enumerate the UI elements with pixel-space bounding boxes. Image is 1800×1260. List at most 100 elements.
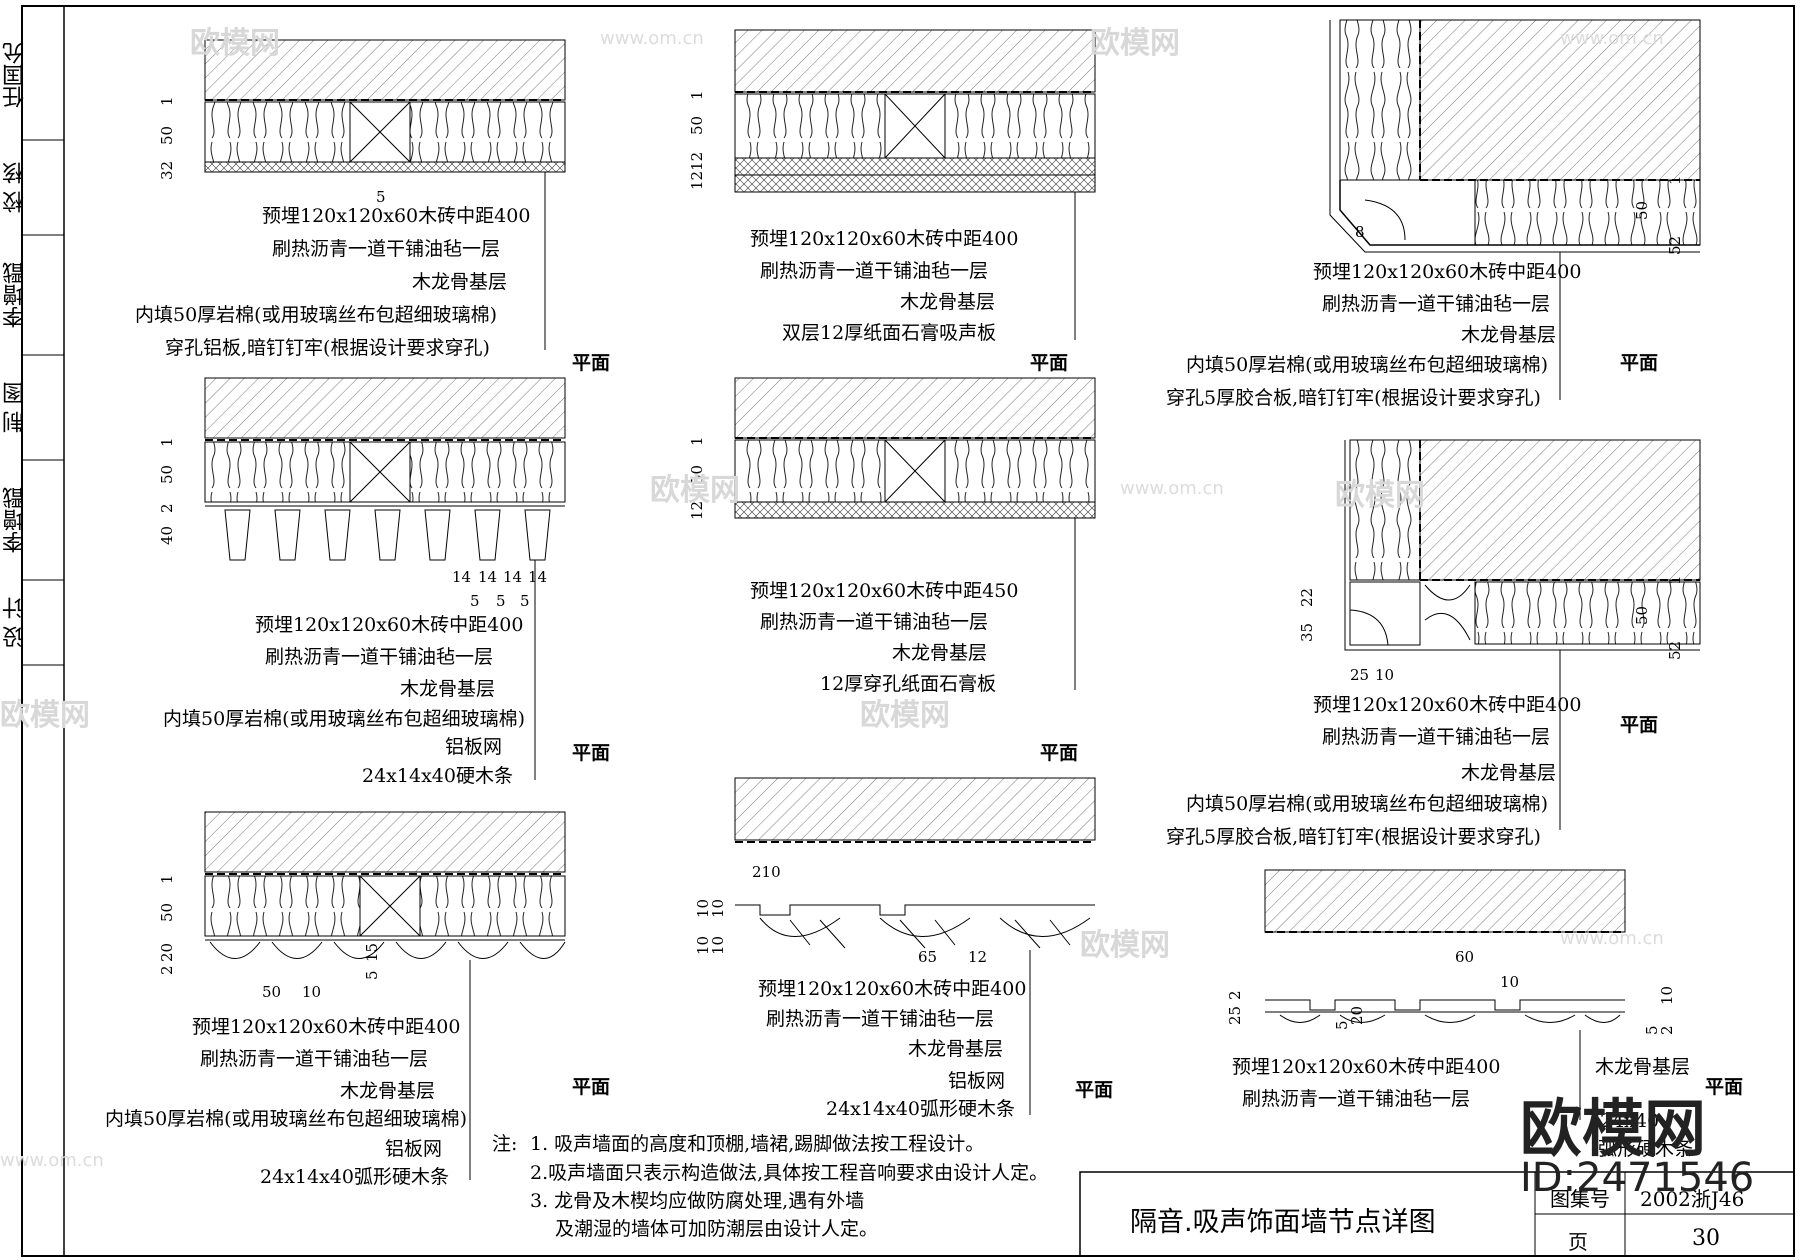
drafter-label: 制 图 (3, 382, 28, 433)
atlas-label: 图集号 (1550, 1187, 1610, 1211)
dim-label: 1212 (688, 151, 706, 190)
detail-6-drawing (734, 777, 1096, 1115)
dim-label: 50 (688, 115, 706, 135)
dim-label: 25 (1350, 666, 1370, 684)
detail-7-label: 内填50厚岩棉(或用玻璃丝布包超细玻璃棉) (1186, 354, 1549, 376)
detail-4-label: 双层12厚纸面石膏吸声板 (782, 322, 997, 344)
detail-2-label: 预埋120x120x60木砖中距400 (255, 614, 524, 636)
detail-5-label: 刷热沥青一道干铺油毡一层 (760, 611, 989, 633)
dim-label: 5 (470, 592, 480, 610)
dim-label: 5 (376, 188, 386, 206)
detail-8-title: 平面 (1620, 714, 1659, 736)
watermark-brand: 欧模网 (1090, 26, 1180, 61)
detail-8-label: 预埋120x120x60木砖中距400 (1313, 694, 1582, 716)
detail-4-label: 刷热沥青一道干铺油毡一层 (760, 260, 989, 282)
detail-2-title: 平面 (572, 742, 611, 764)
detail-5-label: 12厚穿孔纸面石膏板 (820, 673, 997, 695)
note-item: 3. 龙骨及木楔均应做防腐处理,遇有外墙 (530, 1190, 865, 1212)
brand-id: ID:2471546 (1520, 1155, 1755, 1201)
dim-label: 20 (1348, 1005, 1366, 1025)
dim-label: 1 (688, 436, 706, 446)
dim-label: 10 (1658, 985, 1676, 1005)
watermark-site: www.om.cn (1560, 28, 1664, 49)
detail-1-label: 内填50厚岩棉(或用玻璃丝布包超细玻璃棉) (135, 304, 498, 326)
dim-label: 5 (520, 592, 530, 610)
dim-label: 1 (688, 90, 706, 100)
dim-label: 50 (1633, 605, 1651, 625)
detail-5-drawing (734, 377, 1096, 690)
dim-label: 25 (1226, 1005, 1244, 1025)
detail-6-label: 木龙骨基层 (908, 1038, 1004, 1060)
atlas-number: 2002浙J46 (1640, 1187, 1745, 1211)
watermark-site: www.om.cn (1560, 928, 1664, 949)
dim-label: 2 (1226, 990, 1244, 1000)
watermark-brand: 欧模网 (860, 698, 950, 733)
detail-1-label: 刷热沥青一道干铺油毡一层 (272, 238, 501, 260)
page-label: 页 (1568, 1230, 1588, 1254)
detail-1-title: 平面 (572, 352, 611, 374)
detail-5-title: 平面 (1040, 742, 1079, 764)
dim-label: 14 (452, 568, 472, 586)
watermark-brand: 欧模网 (190, 26, 280, 61)
detail-6-label: 铝板网 (948, 1070, 1006, 1092)
dim-label: 50 (158, 125, 176, 145)
detail-9-label: 24x40 (1600, 1110, 1660, 1132)
detail-3-label: 24x14x40弧形硬木条 (260, 1166, 449, 1188)
dim-label: 52 (1666, 235, 1684, 255)
dim-label: 12 (968, 948, 988, 966)
dim-label: 52 (1666, 640, 1684, 660)
detail-3-title: 平面 (572, 1076, 611, 1098)
detail-9-title: 平面 (1705, 1076, 1744, 1098)
detail-6-label: 24x14x40弧形硬木条 (826, 1098, 1015, 1120)
detail-4-title: 平面 (1030, 352, 1069, 374)
detail-9-label: 刷热沥青一道干铺油毡一层 (1242, 1088, 1471, 1110)
detail-3-label: 内填50厚岩棉(或用玻璃丝布包超细玻璃棉) (105, 1108, 468, 1130)
note-item: 及潮湿的墙体可加防潮层由设计人定。 (555, 1218, 879, 1240)
dim-label: 1 (1666, 575, 1684, 585)
detail-4-drawing (734, 29, 1096, 340)
detail-2-drawing (204, 377, 566, 780)
detail-9-label: 预埋120x120x60木砖中距400 (1232, 1056, 1501, 1078)
detail-1-label: 穿孔铝板,暗钉钉牢(根据设计要求穿孔) (165, 337, 490, 359)
dim-label: 14 (528, 568, 548, 586)
designer-name: 李增戬 (3, 487, 28, 553)
detail-7-label: 刷热沥青一道干铺油毡一层 (1322, 293, 1551, 315)
detail-4-label: 木龙骨基层 (900, 291, 996, 313)
detail-7-drawing (1329, 19, 1701, 400)
dim-label: 50 (262, 983, 282, 1001)
dim-label: 8 (1355, 223, 1365, 241)
watermark-brand: 欧模网 (0, 698, 90, 733)
watermark-brand: 欧模网 (1335, 478, 1425, 513)
detail-4-label: 预埋120x120x60木砖中距400 (750, 228, 1019, 250)
detail-3-label: 木龙骨基层 (340, 1080, 436, 1102)
checker-label: 校 核 (3, 162, 28, 213)
brand-logo-text: 欧模网 (1520, 1092, 1707, 1165)
dim-label: 2 (158, 503, 176, 513)
dim-label: 50 (158, 464, 176, 484)
dim-label: 10 (709, 898, 727, 918)
sheet-title: 隔音.吸声饰面墙节点详图 (1130, 1207, 1436, 1238)
detail-3-label: 刷热沥青一道干铺油毡一层 (200, 1048, 429, 1070)
detail-8-label: 刷热沥青一道干铺油毡一层 (1322, 726, 1551, 748)
designer-label: 设 计 (3, 597, 28, 648)
dim-label: 60 (1455, 948, 1475, 966)
detail-1-drawing (204, 39, 566, 350)
detail-9-drawing (1264, 869, 1626, 1120)
detail-6-title: 平面 (1075, 1079, 1114, 1101)
checker-name: 李增戬 (3, 262, 28, 328)
dim-label: 1 (1666, 175, 1684, 185)
approver-name: 任国允 (3, 42, 28, 108)
watermark-site: www.om.cn (0, 1150, 104, 1171)
detail-7-label: 穿孔5厚胶合板,暗钉钉牢(根据设计要求穿孔) (1166, 387, 1541, 409)
detail-8-drawing (1344, 439, 1701, 830)
dim-label: 210 (752, 863, 781, 881)
dim-label: 1 (158, 437, 176, 447)
detail-7-label: 木龙骨基层 (1461, 324, 1557, 346)
detail-5-label: 预埋120x120x60木砖中距450 (750, 580, 1019, 602)
detail-6-label: 刷热沥青一道干铺油毡一层 (766, 1008, 995, 1030)
detail-1-label: 预埋120x120x60木砖中距400 (262, 205, 531, 227)
detail-7-label: 预埋120x120x60木砖中距400 (1313, 261, 1582, 283)
detail-2-label: 24x14x40硬木条 (362, 765, 513, 787)
notes-prefix: 注: (492, 1133, 518, 1155)
dim-label: 2 (1658, 1025, 1676, 1035)
